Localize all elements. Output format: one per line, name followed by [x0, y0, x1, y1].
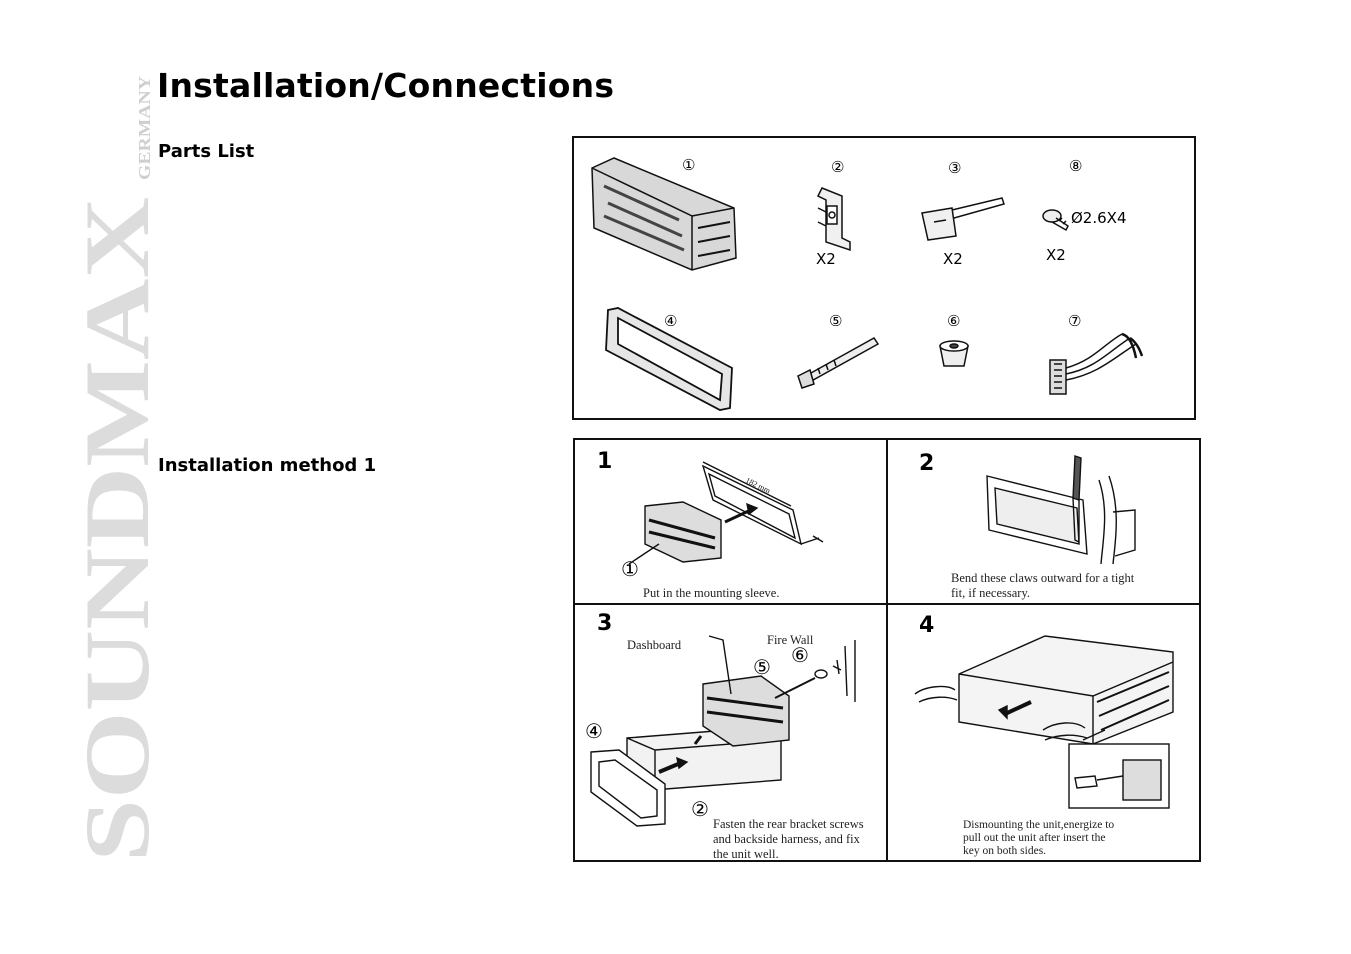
step-3-mark-4: ④: [585, 719, 603, 743]
wire-harness-icon: [1049, 332, 1144, 395]
step-4-drawing: [914, 635, 1174, 809]
rubber-cushion-icon: [939, 340, 969, 367]
part-3-label: ③: [948, 159, 961, 177]
part-1-label: ①: [682, 156, 695, 174]
step-3-caption-line-2: and backside harness, and fix: [713, 832, 861, 846]
page-title: Installation/Connections: [157, 66, 615, 105]
step-4-number: 4: [919, 613, 934, 638]
bracket-clip-icon: [816, 187, 851, 252]
step-3-mark-6: ⑥: [791, 643, 809, 667]
firewall-label: Fire Wall: [767, 633, 814, 647]
part-8-label: ⑧: [1069, 157, 1082, 175]
part-6-label: ⑥: [947, 312, 960, 330]
mounting-sleeve-icon: [591, 157, 737, 271]
dashboard-label: Dashboard: [627, 638, 682, 652]
step-2-caption-line-2: fit, if necessary.: [951, 586, 1030, 600]
step-1-mark: ①: [621, 557, 639, 581]
brand-logo: SOUNDMAX GERMANY: [70, 76, 154, 862]
part-2-qty: X2: [816, 250, 836, 268]
step-3-drawing: [590, 635, 856, 827]
release-key-icon: [921, 197, 1005, 241]
part-7-label: ⑦: [1068, 312, 1081, 330]
parts-illustration: ① ② ③ ⑧ ④ ⑤ ⑥ ⑦ X2 X2 X2 Ø2.6X4: [591, 156, 1144, 411]
parts-list-heading: Parts List: [158, 141, 255, 162]
brand-logo-text: SOUNDMAX: [70, 197, 154, 862]
step-4-caption-line-3: key on both sides.: [963, 845, 1046, 857]
part-4-label: ④: [664, 312, 677, 330]
installation-method-heading: Installation method 1: [158, 455, 377, 476]
step-4-caption-line-2: pull out the unit after insert the: [963, 832, 1105, 844]
part-2-label: ②: [831, 158, 844, 176]
installation-steps-figure: 1 2 3 4 182 mm ① Put in the mounting sle…: [573, 438, 1201, 862]
part-5-label: ⑤: [829, 312, 842, 330]
step-3-number: 3: [597, 611, 612, 636]
threaded-bolt-icon: [797, 337, 880, 389]
part-3-qty: X2: [943, 250, 963, 268]
trim-frame-icon: [605, 307, 733, 411]
part-8-spec: Ø2.6X4: [1071, 209, 1126, 227]
step-2-number: 2: [919, 451, 934, 476]
step-3-caption-line-1: Fasten the rear bracket screws: [713, 817, 864, 831]
installation-steps-illustration: 1 2 3 4 182 mm ① Put in the mounting sle…: [575, 440, 1199, 861]
screw-icon: [1042, 209, 1069, 232]
step-3-mark-5: ⑤: [753, 655, 771, 679]
part-8-qty: X2: [1046, 246, 1066, 264]
step-3-mark-2: ②: [691, 797, 709, 821]
step-2-caption-line-1: Bend these claws outward for a tight: [951, 571, 1135, 585]
step-1-drawing: 182 mm: [628, 461, 824, 565]
step-2-drawing: [986, 455, 1136, 565]
parts-list-figure: ① ② ③ ⑧ ④ ⑤ ⑥ ⑦ X2 X2 X2 Ø2.6X4: [572, 136, 1196, 420]
step-4-caption-line-1: Dismounting the unit,energize to: [963, 819, 1114, 831]
step-1-number: 1: [597, 449, 612, 474]
step-1-caption: Put in the mounting sleeve.: [643, 586, 779, 600]
step-3-caption-line-3: the unit well.: [713, 847, 779, 860]
brand-sub-text: GERMANY: [135, 76, 154, 180]
